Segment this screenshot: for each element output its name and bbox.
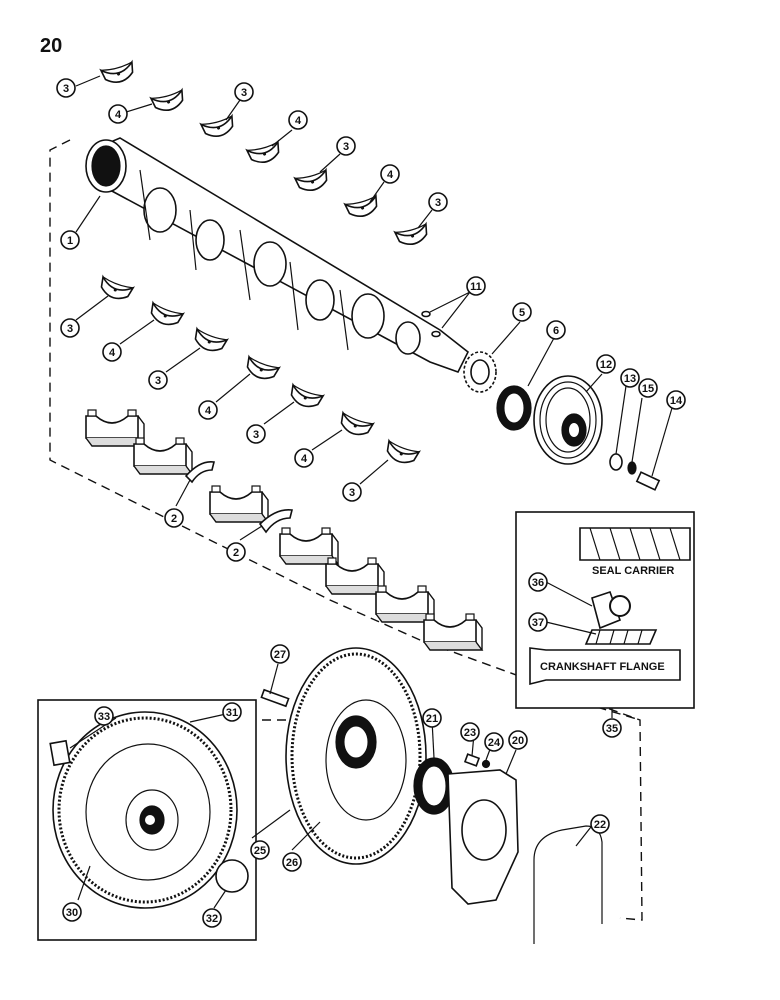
callout: 5 <box>519 307 525 319</box>
callout: 23 <box>464 727 476 739</box>
callout: 2 <box>171 513 177 525</box>
callout: 1 <box>67 235 73 247</box>
lower-bearing-shell <box>146 302 184 330</box>
callout: 33 <box>98 711 110 723</box>
upper-bearing-shell <box>100 61 137 87</box>
callout: 3 <box>349 487 355 499</box>
callout: 21 <box>426 713 438 725</box>
callout: 3 <box>435 197 441 209</box>
upper-bearing-shell <box>394 223 431 249</box>
callout: 27 <box>274 649 286 661</box>
callout: 26 <box>286 857 298 869</box>
retainer-gasket <box>533 825 603 944</box>
upper-bearing-shell <box>294 169 331 195</box>
callout: 4 <box>205 405 212 417</box>
retainer-lockwasher <box>481 759 491 769</box>
lower-bearing-shell <box>242 356 280 384</box>
leader-lines <box>69 75 673 909</box>
callout: 3 <box>67 323 73 335</box>
callout-markers: 3 4 3 4 3 4 3 1 11 5 6 12 13 15 14 3 4 3… <box>56 78 686 928</box>
callout: 15 <box>642 383 654 395</box>
callout: 11 <box>470 281 482 293</box>
crankshaft-flange-label: CRANKSHAFT FLANGE <box>540 661 665 673</box>
main-bearing-cap <box>209 485 269 523</box>
callout: 35 <box>606 723 618 735</box>
callout: 4 <box>387 169 394 181</box>
crankshaft-gear <box>463 351 497 393</box>
thrust-washer <box>258 508 293 534</box>
washer <box>609 453 623 471</box>
rear-oil-seal <box>413 757 455 815</box>
callout: 31 <box>226 707 238 719</box>
callout: 4 <box>115 109 122 121</box>
main-bearing-cap <box>133 437 193 475</box>
callout: 2 <box>233 547 239 559</box>
upper-bearing-shell <box>344 195 381 221</box>
callout: 22 <box>594 819 606 831</box>
upper-bearing-shell <box>246 141 283 167</box>
main-bearing-cap <box>375 585 435 623</box>
crankshaft <box>85 137 470 373</box>
callout: 36 <box>532 577 544 589</box>
callout: 4 <box>301 453 308 465</box>
lower-bearing-shell <box>96 276 134 304</box>
main-bearing-cap <box>325 557 385 595</box>
callout: 3 <box>253 429 259 441</box>
seal-retainer-plate <box>447 769 519 905</box>
seal-carrier-label: SEAL CARRIER <box>592 565 674 577</box>
lower-bearing-shell <box>336 412 374 440</box>
pulley-bolt <box>635 471 661 491</box>
lower-bearing-shell <box>190 328 228 356</box>
page-number: 20 <box>40 35 62 57</box>
callout: 25 <box>254 845 266 857</box>
lower-bearing-shell <box>382 440 420 468</box>
callout: 3 <box>241 87 247 99</box>
retainer-bolt <box>463 753 481 767</box>
seal-detail-inset: SEAL CARRIER CRANKSHAFT FLANGE <box>515 511 695 709</box>
main-bearing-cap <box>85 409 145 447</box>
callout: 4 <box>109 347 116 359</box>
flywheel-alternative-inset <box>37 699 257 941</box>
callout: 24 <box>488 737 501 749</box>
upper-bearing-shell <box>200 115 237 141</box>
callout: 3 <box>343 141 349 153</box>
flywheel-bolt <box>260 688 290 708</box>
callout: 6 <box>553 325 559 337</box>
front-oil-seal <box>496 385 532 431</box>
flywheel <box>285 647 427 865</box>
callout: 13 <box>624 373 636 385</box>
main-bearing-cap <box>423 613 483 651</box>
callout: 4 <box>295 115 302 127</box>
callout: 30 <box>66 907 78 919</box>
callout: 14 <box>670 395 683 407</box>
callout: 37 <box>532 617 544 629</box>
woodruff-keys <box>421 310 441 338</box>
callout: 20 <box>512 735 524 747</box>
upper-bearing-shell <box>150 89 187 115</box>
thrust-washer <box>184 460 215 484</box>
callout: 12 <box>600 359 612 371</box>
lock-washer <box>627 461 637 475</box>
callout: 32 <box>206 913 218 925</box>
lower-bearing-shell <box>286 384 324 412</box>
vibration-damper-pulley <box>533 375 603 465</box>
assembly-boundary-dashed <box>49 139 643 921</box>
callout: 3 <box>155 375 161 387</box>
callout: 3 <box>63 83 69 95</box>
